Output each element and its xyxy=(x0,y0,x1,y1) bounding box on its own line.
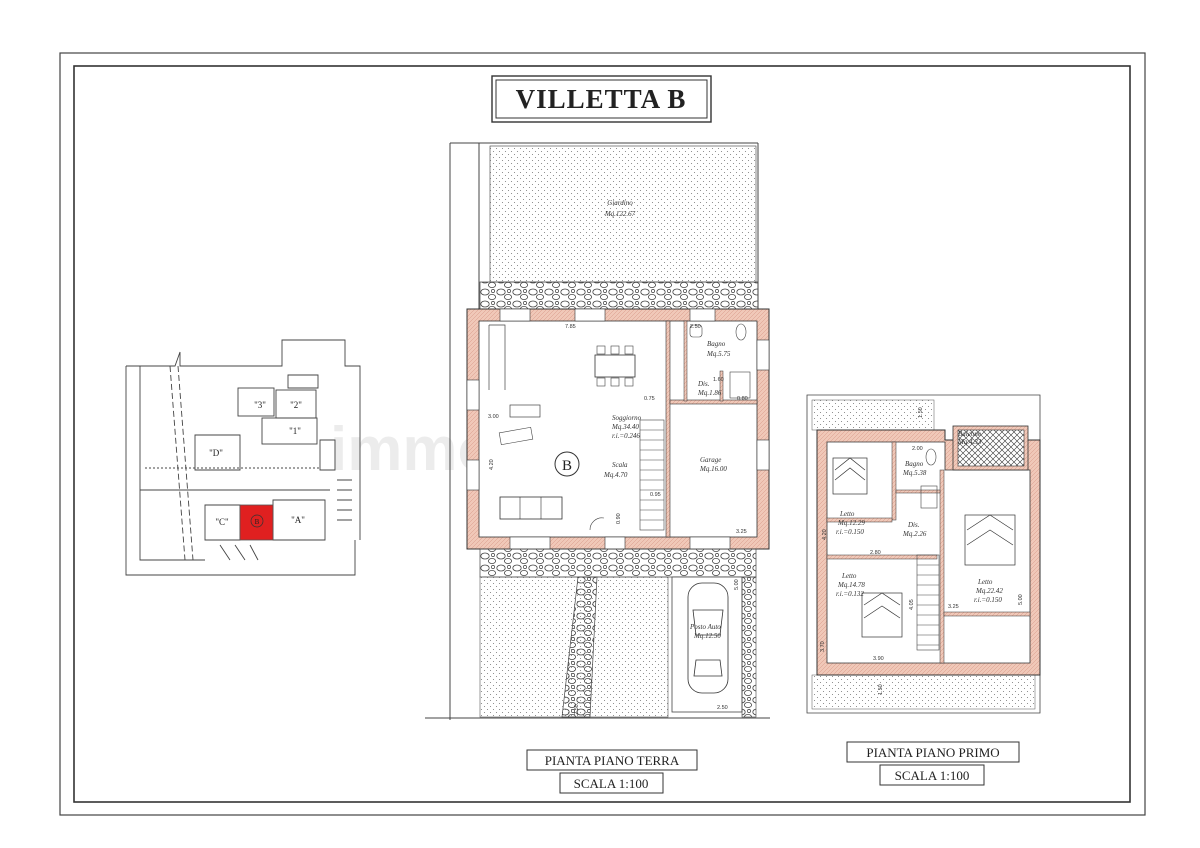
ff-dim-280: 2.80 xyxy=(870,550,881,556)
letto3-ri: r.i.=0.150 xyxy=(974,596,1002,604)
dim-325: 3.25 xyxy=(736,529,747,535)
letto3-name: Letto xyxy=(977,578,993,586)
ff-dis-name: Dis. xyxy=(907,521,920,529)
dim-090: 0.90 xyxy=(616,513,622,524)
dim-095: 0.95 xyxy=(650,492,661,498)
letto2-area: Mq.14.78 xyxy=(837,581,865,589)
giardino-area: Mq.122.67 xyxy=(604,210,636,218)
dim-160: 1.60 xyxy=(713,377,724,383)
site-plan xyxy=(125,339,361,576)
car-icon xyxy=(687,582,729,694)
ground-floor-plan: B Giardino Mq.122.67 Soggiorno Mq.34.40 … xyxy=(425,142,770,720)
dim-080: 0.80 xyxy=(737,396,748,402)
garden-area xyxy=(489,145,757,283)
scala-area: Mq.4.70 xyxy=(603,471,628,479)
ff-dim-390: 3.90 xyxy=(873,656,884,662)
stone-border-top xyxy=(479,281,759,311)
lot-d-label: "D" xyxy=(209,448,223,458)
ff-bagno-name: Bagno xyxy=(905,460,924,468)
ff-bagno-area: Mq.5.38 xyxy=(902,469,927,477)
garage-area: Mq.16.00 xyxy=(699,465,727,473)
lot-c-label: "C" xyxy=(215,517,229,527)
ff-dim-200: 2.00 xyxy=(912,446,923,452)
first-floor-caption-title: PIANTA PIANO PRIMO xyxy=(866,745,999,760)
stone-path xyxy=(561,576,598,718)
dis-name: Dis. xyxy=(697,380,710,388)
ground-floor-caption: PIANTA PIANO TERRA SCALA 1:100 xyxy=(526,749,698,794)
balcone-area: Mq.4.33 xyxy=(957,438,982,446)
ground-floor-caption-title: PIANTA PIANO TERRA xyxy=(545,753,680,768)
parking-space xyxy=(671,576,743,713)
soggiorno-name: Soggiorno xyxy=(612,414,642,422)
lot-b-marker xyxy=(250,514,264,528)
lot-3-label: "3" xyxy=(254,400,266,410)
first-floor-caption-scale: SCALA 1:100 xyxy=(895,768,970,783)
ff-dim-405: 4.05 xyxy=(909,599,915,610)
ground-floor-caption-scale: SCALA 1:100 xyxy=(574,776,649,791)
bagno-name: Bagno xyxy=(707,340,726,348)
dim-420: 4.20 xyxy=(489,459,495,470)
letto1-area: Mq.12.29 xyxy=(837,519,865,527)
letto2-ri: r.i.=0.132 xyxy=(836,590,864,598)
letto1-name: Letto xyxy=(839,510,855,518)
ff-dim-150-bottom: 1.50 xyxy=(878,684,884,695)
ff-dim-150-top: 1.50 xyxy=(918,407,924,418)
terrace-bottom xyxy=(811,674,1036,710)
dim-500: 5.00 xyxy=(734,579,740,590)
terrace-top xyxy=(811,399,935,431)
lot-b-highlight xyxy=(239,504,274,541)
posto-auto-area: Mq.12.50 xyxy=(693,632,721,640)
bagno-area: Mq.5.75 xyxy=(706,350,731,358)
first-floor-caption: PIANTA PIANO PRIMO SCALA 1:100 xyxy=(846,741,1020,786)
page-title: VILLETTA B xyxy=(516,84,687,114)
soggiorno-area: Mq.34.40 xyxy=(611,423,639,431)
dis-area: Mq.1.86 xyxy=(697,389,722,397)
lot-1-label: "1" xyxy=(289,426,301,436)
dim-250-top: 2.50 xyxy=(690,324,701,330)
inner-border xyxy=(73,65,1131,803)
scala-name: Scala xyxy=(612,461,628,469)
title-box: VILLETTA B xyxy=(491,75,712,123)
dim-250-gate: 2.50 xyxy=(717,705,728,711)
ff-dim-500: 5.00 xyxy=(1018,594,1024,605)
balcone-name: Balcone xyxy=(958,430,981,438)
lot-2-label: "2" xyxy=(290,400,302,410)
unit-b-label: B xyxy=(562,458,572,474)
outer-border xyxy=(59,52,1146,816)
letto3-area: Mq.22.42 xyxy=(975,587,1003,595)
dim-075: 0.75 xyxy=(644,396,655,402)
dim-785: 7.85 xyxy=(565,324,576,330)
lot-b-label: B xyxy=(255,518,260,526)
soggiorno-ri: r.i.=0.246 xyxy=(612,432,640,440)
ff-dim-370: 3.70 xyxy=(820,641,826,652)
dim-300: 3.00 xyxy=(488,414,499,420)
ff-dis-area: Mq.2.26 xyxy=(902,530,927,538)
stone-border-bottom xyxy=(479,548,757,578)
ff-dim-325: 3.25 xyxy=(948,604,959,610)
letto1-ri: r.i.=0.150 xyxy=(836,528,864,536)
giardino-name: Giardino xyxy=(607,199,633,207)
garage-name: Garage xyxy=(700,456,721,464)
unit-b-marker xyxy=(554,451,580,477)
posto-auto-name: Posto Auto xyxy=(689,623,721,631)
first-floor-plan: Balcone Mq.4.33 Bagno Mq.5.38 Dis. Mq.2.… xyxy=(806,394,1041,714)
ff-dim-420: 4.20 xyxy=(822,529,828,540)
letto2-name: Letto xyxy=(841,572,857,580)
lot-a-label: "A" xyxy=(291,515,305,525)
dim-250-bottom: 2.50 xyxy=(574,704,580,715)
